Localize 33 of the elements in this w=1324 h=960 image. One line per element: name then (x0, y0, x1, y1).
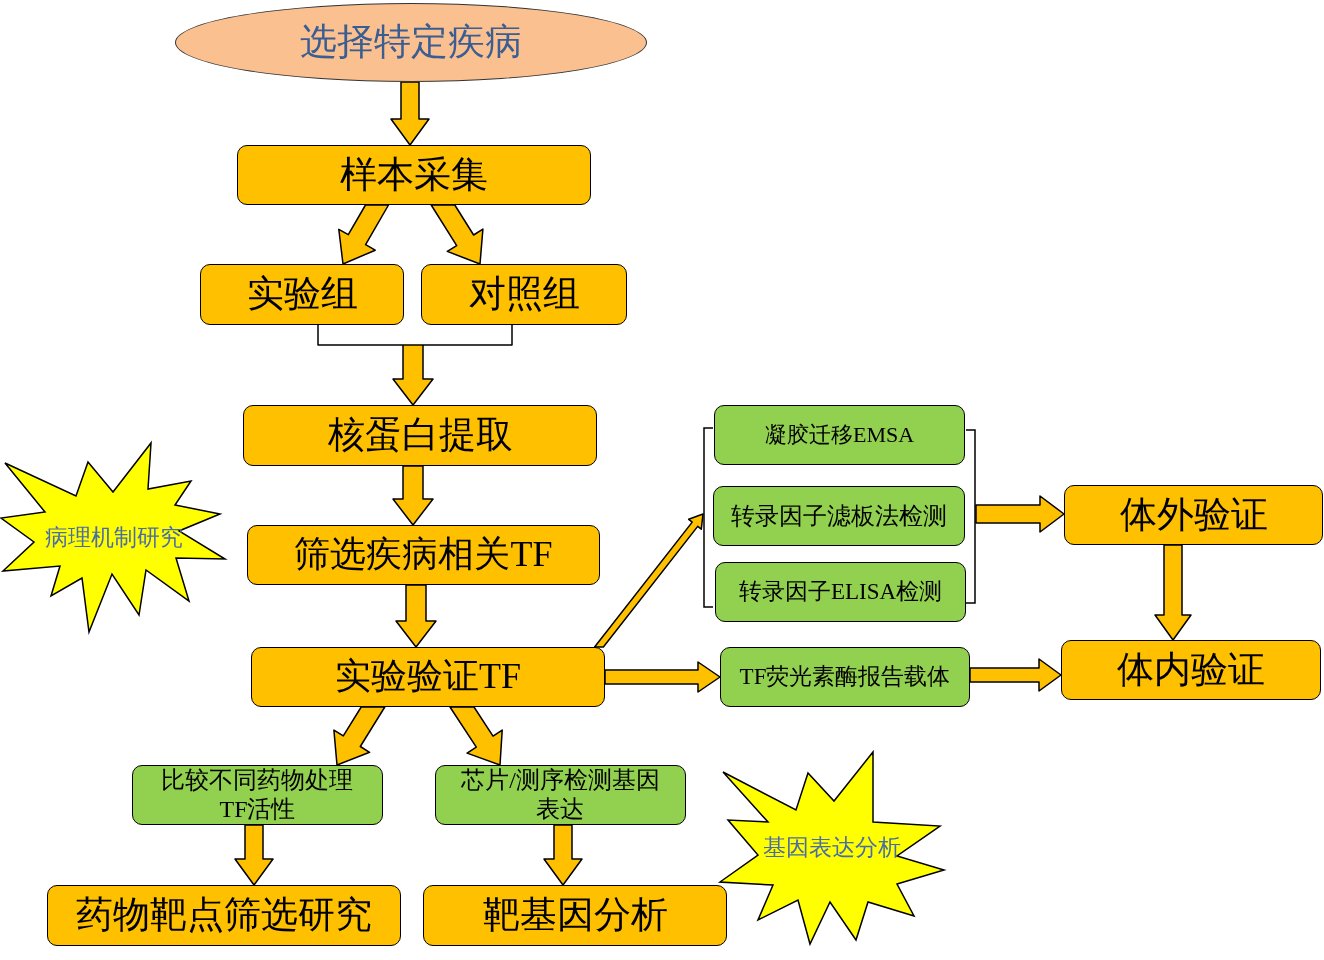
method-box: 转录因子滤板法检测 (713, 486, 965, 546)
start-ellipse: 选择特定疾病 (175, 3, 647, 82)
starburst: 基因表达分析 (718, 750, 946, 946)
block-arrow (543, 824, 583, 886)
method-box: 转录因子ELISA检测 (715, 562, 966, 622)
block-arrow (234, 824, 274, 886)
block-arrow (392, 465, 434, 526)
block-arrow (969, 658, 1062, 692)
method-box: 凝胶迁移EMSA (714, 405, 965, 465)
process-box: 核蛋白提取 (243, 405, 597, 466)
block-arrow (430, 204, 484, 265)
process-box: 体内验证 (1061, 640, 1321, 700)
process-box: 实验验证TF (251, 647, 605, 707)
block-arrow (395, 584, 437, 648)
process-box: 对照组 (421, 264, 627, 325)
method-box: TF荧光素酶报告载体 (720, 647, 970, 707)
block-arrow (449, 706, 503, 766)
process-box: 实验组 (200, 264, 404, 325)
method-box: 芯片/测序检测基因表达 (435, 765, 686, 825)
block-arrow (975, 495, 1065, 533)
arrow (593, 513, 704, 648)
process-box: 样本采集 (237, 145, 591, 205)
block-arrow (338, 204, 390, 265)
process-box: 筛选疾病相关TF (247, 525, 600, 585)
process-box: 靶基因分析 (423, 885, 727, 946)
block-arrow (1154, 544, 1192, 641)
method-box: 比较不同药物处理TF活性 (132, 765, 383, 825)
block-arrow (604, 661, 721, 693)
starburst: 病理机制研究 (0, 440, 228, 635)
block-arrow (333, 706, 386, 766)
process-box: 药物靶点筛选研究 (47, 885, 401, 946)
block-arrow (390, 81, 430, 146)
process-box: 体外验证 (1064, 485, 1323, 545)
